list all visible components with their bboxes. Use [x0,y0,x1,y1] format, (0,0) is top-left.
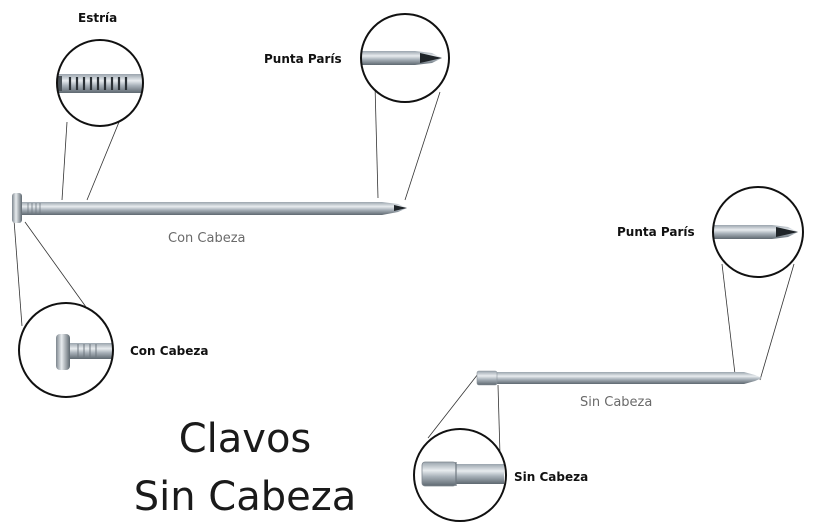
label-punta-paris-1: Punta París [264,52,342,66]
nail-point [744,372,762,384]
label-estria: Estría [78,11,117,25]
connector-line [24,221,87,308]
connector-line [497,384,501,456]
connector-line [721,263,736,375]
nail-point-tip [394,205,407,211]
nail-ridges [27,203,41,214]
nail-shank [479,372,744,384]
nail-con-cabeza [12,84,441,327]
label-con-cabeza-zoom: Con Cabeza [130,344,209,358]
nail-shank [20,202,382,215]
nail-head [12,193,22,223]
connector-line [374,84,379,199]
nail-end [476,370,498,386]
connector-line [61,121,68,201]
title-line-1: Clavos [179,416,312,462]
connector-line [759,263,795,381]
label-con-cabeza-nail: Con Cabeza [168,231,246,246]
zoom-punta-paris-2 [712,186,804,278]
connector-line [404,91,441,201]
connector-line [13,219,23,327]
label-sin-cabeza-nail: Sin Cabeza [580,395,652,410]
label-punta-paris-2: Punta París [617,225,695,239]
zoom-con-cabeza [18,302,114,398]
zoom-estria [56,39,144,127]
label-sin-cabeza-zoom: Sin Cabeza [514,470,588,484]
title-line-2: Sin Cabeza [134,474,357,520]
zoom-sin-cabeza [413,428,507,522]
zoom-punta-paris-1 [360,13,450,103]
nail-sin-cabeza [427,263,795,456]
connector-line [427,373,479,439]
estria-grooves [68,77,128,90]
